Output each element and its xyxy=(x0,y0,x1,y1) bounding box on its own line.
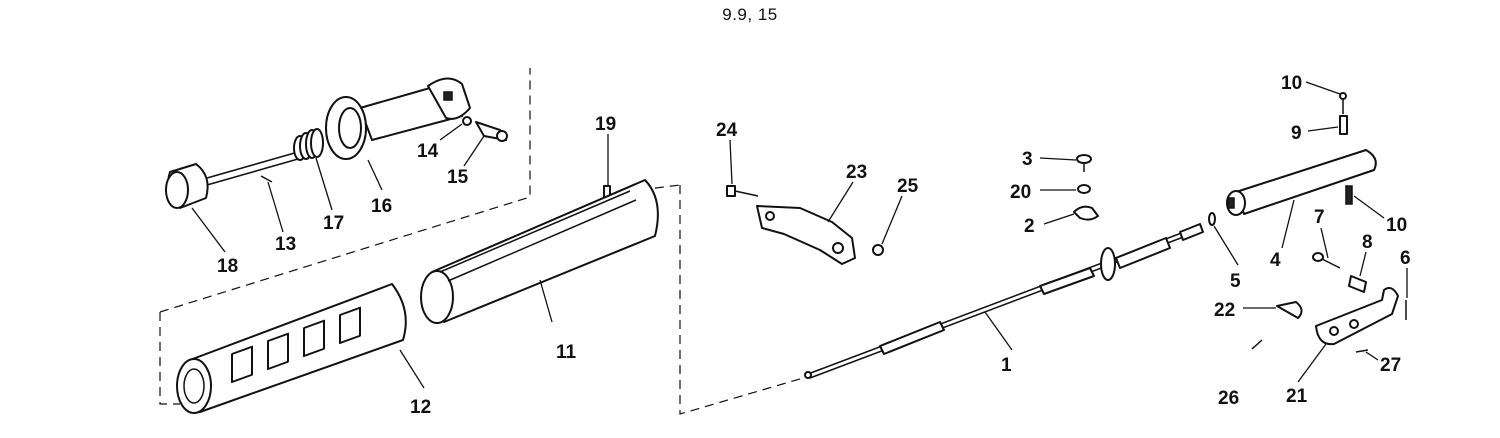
part-11-tube xyxy=(420,179,659,324)
leader-16 xyxy=(367,159,383,191)
part-3-screw xyxy=(1076,154,1092,172)
leader-25 xyxy=(881,195,903,245)
callout-22: 22 xyxy=(1214,300,1235,321)
part-20-nut xyxy=(1077,184,1091,194)
grip-group-outline xyxy=(159,312,180,405)
leader-15 xyxy=(463,135,485,167)
part-18-knob xyxy=(165,149,306,209)
leader-17 xyxy=(315,157,333,211)
part-2-clip xyxy=(1073,205,1099,221)
leader-27 xyxy=(1365,351,1379,361)
callout-9: 9 xyxy=(1291,123,1302,144)
part-15-plunger xyxy=(475,121,508,142)
callout-4: 4 xyxy=(1270,250,1281,271)
part-9-pin xyxy=(1339,115,1348,135)
callout-27: 27 xyxy=(1380,355,1401,376)
callout-11: 11 xyxy=(556,342,577,363)
leader-3 xyxy=(1039,157,1077,161)
leader-12 xyxy=(399,349,425,389)
part-26-pin xyxy=(1251,339,1263,350)
leader-10-top xyxy=(1305,81,1341,95)
callout-18: 18 xyxy=(217,256,238,277)
callout-7: 7 xyxy=(1314,207,1325,228)
leader-5 xyxy=(1213,225,1239,266)
callout-14: 14 xyxy=(417,141,439,162)
callout-6: 6 xyxy=(1400,248,1411,269)
part-21-lever xyxy=(1315,287,1399,346)
leader-1 xyxy=(984,311,1013,351)
diagram-title: 9.9, 15 xyxy=(722,5,778,24)
callout-1: 1 xyxy=(1001,355,1012,376)
leader-21 xyxy=(1297,343,1327,383)
callout-3: 3 xyxy=(1022,149,1033,170)
callout-19: 19 xyxy=(595,114,616,135)
callout-24: 24 xyxy=(716,120,738,141)
leader-11 xyxy=(539,279,553,323)
leader-9 xyxy=(1307,126,1339,132)
callout-8: 8 xyxy=(1362,232,1373,253)
callout-23: 23 xyxy=(846,162,867,183)
leader-2 xyxy=(1043,213,1075,225)
leader-14 xyxy=(439,123,463,141)
part-12-grip xyxy=(176,283,407,414)
part-13-pin xyxy=(260,175,273,183)
handle-group-outline xyxy=(159,68,531,313)
part-10-pin-top xyxy=(1339,92,1347,114)
callout-25: 25 xyxy=(897,176,919,197)
callout-5: 5 xyxy=(1230,271,1241,292)
part-17-spring xyxy=(293,128,324,161)
callout-12: 12 xyxy=(410,397,431,418)
callout-2: 2 xyxy=(1024,216,1035,237)
part-24-bolt xyxy=(726,185,759,197)
callout-16: 16 xyxy=(371,196,392,217)
callout-21: 21 xyxy=(1286,386,1308,407)
callout-10-right: 10 xyxy=(1386,215,1407,236)
leader-10-right xyxy=(1353,195,1385,219)
leader-24 xyxy=(729,139,733,185)
callout-20: 20 xyxy=(1010,182,1031,203)
callout-10-top: 10 xyxy=(1281,73,1302,94)
part-8-spring xyxy=(1348,275,1367,293)
part-23-bracket xyxy=(756,205,856,265)
part-16-handle-housing xyxy=(325,77,471,160)
part-22-stud xyxy=(1276,301,1303,319)
part-14-washer xyxy=(462,116,472,126)
leader-8 xyxy=(1359,251,1367,277)
leader-18 xyxy=(191,207,226,253)
part-25-nut xyxy=(872,244,884,256)
part-27-pin xyxy=(1355,349,1369,353)
tube-group-outline xyxy=(679,185,811,415)
part-1-cable xyxy=(804,223,1204,379)
leader-23 xyxy=(827,181,854,223)
leader-13 xyxy=(267,181,284,233)
part-10-screw xyxy=(1345,185,1353,205)
callout-15: 15 xyxy=(447,167,469,188)
callout-13: 13 xyxy=(275,234,296,255)
leader-7 xyxy=(1320,227,1329,259)
callout-17: 17 xyxy=(323,213,344,234)
callout-26: 26 xyxy=(1218,388,1239,409)
part-5-ring xyxy=(1208,212,1216,226)
part-7-screw xyxy=(1312,252,1341,269)
part-4-shaft xyxy=(1226,149,1377,216)
leader-4 xyxy=(1281,199,1295,249)
